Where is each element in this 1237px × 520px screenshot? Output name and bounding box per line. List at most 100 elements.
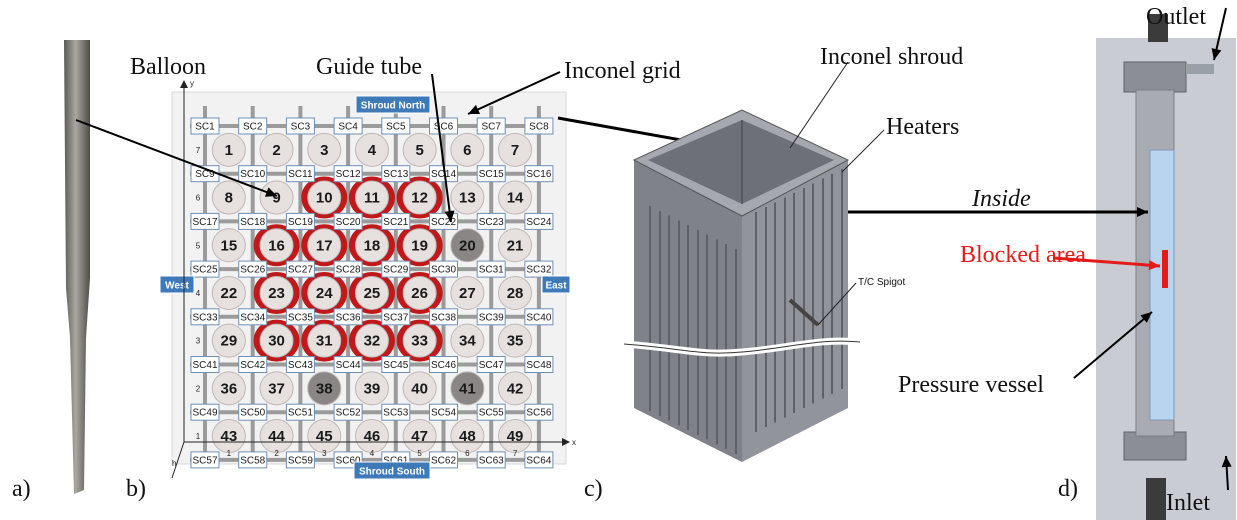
outlet-pipe xyxy=(1148,14,1168,42)
subchannel-label: SC5 xyxy=(386,122,406,133)
x-axis-arrow xyxy=(562,438,570,446)
outlet-nozzle xyxy=(1186,64,1214,74)
heater-rod xyxy=(450,275,485,310)
heater-rod xyxy=(402,419,437,454)
row-tick: 4 xyxy=(196,289,201,298)
subchannel-label: SC38 xyxy=(431,312,456,323)
heater-rod xyxy=(498,371,533,406)
subchannel-tag xyxy=(333,260,363,278)
label-a: a) xyxy=(12,476,31,502)
subchannel-tag xyxy=(190,260,220,278)
subchannel-tag xyxy=(285,403,315,421)
subchannel-tag xyxy=(524,260,554,278)
subchannel-label: SC22 xyxy=(431,217,456,228)
rod-number: 8 xyxy=(225,190,233,207)
subchannel-tag xyxy=(190,356,220,373)
row-tick: 7 xyxy=(196,146,201,155)
col-tick: 3 xyxy=(322,449,327,458)
heater-rod xyxy=(498,132,533,167)
rod-number: 3 xyxy=(320,142,328,159)
heater-groove xyxy=(649,206,661,416)
subchannel-label: SC41 xyxy=(192,360,217,371)
subchannel-label: SC21 xyxy=(383,217,408,228)
section-break-outline xyxy=(623,340,861,354)
subchannel-tag xyxy=(429,451,458,469)
subchannel-tag xyxy=(333,117,363,135)
shroud-south-label-box xyxy=(353,461,431,480)
heater-rod xyxy=(450,323,485,358)
rod-number: 44 xyxy=(268,428,285,445)
label-guide-tube: Guide tube xyxy=(316,54,422,80)
subchannel-tag xyxy=(285,165,315,183)
subchannel-label: SC49 xyxy=(192,408,217,419)
subchannel-label: SC1 xyxy=(195,122,215,133)
subchannel-label: SC23 xyxy=(479,217,504,228)
col-tick: 6 xyxy=(465,449,470,458)
y-axis-label: y xyxy=(190,79,194,88)
rod-number: 33 xyxy=(411,333,428,350)
rod-number: 18 xyxy=(364,237,381,254)
label-inlet: Inlet xyxy=(1166,490,1210,516)
subchannel-tag xyxy=(476,451,506,469)
subchannel-label: SC29 xyxy=(383,265,408,276)
rod-number: 9 xyxy=(272,190,280,207)
heater-rod xyxy=(498,180,533,215)
row-tick: 6 xyxy=(196,194,201,203)
rod-number: 13 xyxy=(459,190,476,207)
heater-rod xyxy=(354,275,389,310)
rod-number: 30 xyxy=(268,333,285,350)
subchannel-label: SC64 xyxy=(526,455,551,466)
rod-number: 28 xyxy=(507,285,524,302)
col-tick: 4 xyxy=(370,449,375,458)
heater-rod xyxy=(307,228,342,263)
subchannel-label: SC13 xyxy=(383,169,408,180)
subchannel-label: SC14 xyxy=(431,169,456,180)
heater-rod xyxy=(354,180,389,215)
subchannel-label: SC42 xyxy=(240,360,265,371)
rod-number: 41 xyxy=(459,380,476,397)
rod-number: 12 xyxy=(411,190,428,207)
subchannel-tag xyxy=(285,308,315,326)
rod-number: 19 xyxy=(411,237,428,254)
subchannel-label: SC7 xyxy=(481,122,501,133)
subchannel-label: SC16 xyxy=(526,169,551,180)
subchannel-label: SC47 xyxy=(479,360,504,371)
subchannel-tag xyxy=(476,260,506,278)
heater-rod xyxy=(402,323,437,358)
subchannel-tag xyxy=(524,212,554,230)
subchannel-label: SC54 xyxy=(431,408,456,419)
heater-rod xyxy=(498,275,533,310)
label-c: c) xyxy=(584,476,603,502)
subchannel-tag xyxy=(238,451,268,469)
heater-rod xyxy=(402,228,437,263)
subchannel-label: SC9 xyxy=(195,169,215,180)
subchannel-label: SC40 xyxy=(526,312,551,323)
inlet-pipe xyxy=(1146,478,1166,520)
subchannel-tag xyxy=(429,356,458,373)
subchannel-tag xyxy=(238,260,268,278)
h-axis-label: h xyxy=(172,459,176,468)
subchannel-tag xyxy=(381,356,411,373)
rod-number: 20 xyxy=(459,237,476,254)
subchannel-tag xyxy=(238,308,268,326)
rod-number: 7 xyxy=(511,142,519,159)
subchannel-label: SC44 xyxy=(336,360,361,371)
heater-rod xyxy=(402,275,437,310)
guide-tube-arrow xyxy=(431,73,452,223)
rod-number: 25 xyxy=(364,285,381,302)
subchannel-tag xyxy=(524,356,554,373)
subchannel-tag xyxy=(476,212,506,230)
heater-rod xyxy=(259,275,294,310)
subchannel-label: SC33 xyxy=(192,312,217,323)
blocked-area-arrow-head xyxy=(1148,260,1160,271)
subchannel-label: SC8 xyxy=(529,122,549,133)
subchannel-tag xyxy=(190,308,220,326)
rod-number: 40 xyxy=(411,380,428,397)
subchannel-label: SC20 xyxy=(336,217,361,228)
rod-number: 23 xyxy=(268,285,285,302)
subchannel-tag xyxy=(524,165,554,183)
subchannel-label: SC12 xyxy=(336,169,361,180)
heater-rod xyxy=(259,419,294,454)
subchannel-label: SC26 xyxy=(240,265,265,276)
subchannel-label: SC63 xyxy=(479,455,504,466)
